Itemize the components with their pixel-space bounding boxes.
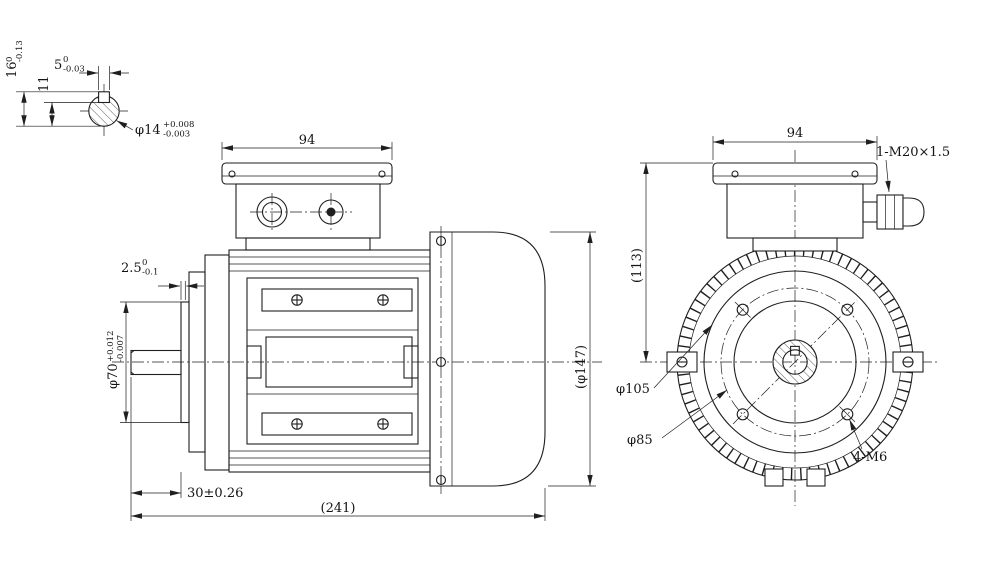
shaft-side: [130, 349, 182, 376]
dim-overall-length: (241): [131, 488, 546, 521]
dim-flange-dia-value: φ105: [616, 382, 650, 397]
terminal-box-side: [221, 162, 393, 251]
dim-cowl-dia-value: (φ147): [574, 345, 589, 389]
dim-keyway-value: 11: [37, 75, 52, 92]
motor-side-view: 94 2.5 0 -0.1 φ70 +0.012 -0.007: [106, 133, 602, 521]
dim-shaft-dia-tol-lower: -0.003: [163, 130, 190, 140]
dim-spigot-dia-tol-lower: -0.007: [116, 335, 126, 362]
dim-spigot-step-tol-lower: -0.1: [142, 268, 158, 278]
dim-box-width-side: 94: [221, 133, 393, 160]
lid-screw-icon: [851, 170, 859, 178]
label-cable-gland: 1-M20×1.5: [876, 145, 950, 193]
dim-center-to-box-top: (113): [630, 162, 713, 362]
dim-shaft-length-value: 30±0.26: [187, 486, 243, 501]
motor-front-view: 94 1-M20×1.5 (113) φ105 φ85 4-M6: [616, 126, 950, 506]
fan-cowl: [429, 226, 546, 494]
dim-key-width-value: 5: [54, 58, 62, 73]
gland-entry-hole: [256, 196, 288, 228]
lid-screw-icon: [228, 170, 236, 178]
dim-shaft-length: 30±0.26: [130, 377, 243, 521]
bolt-circle: [720, 287, 870, 437]
box-neck: [752, 237, 838, 252]
dim-key-width-tol-upper: 0: [63, 55, 68, 65]
keyway-slot: [98, 91, 110, 104]
label-mount-holes: 4-M6: [849, 419, 887, 465]
shaft-front: [772, 339, 818, 385]
bottom-tab-left: [764, 468, 784, 487]
dim-spigot-dia: φ70 +0.012 -0.007: [106, 301, 181, 423]
bearing-rear: [403, 345, 419, 379]
dim-spigot-step: 2.5 0 -0.1: [121, 258, 204, 300]
dim-spigot-step-value: 2.5: [121, 261, 142, 276]
dim-box-width-front: 94: [712, 126, 878, 160]
dim-cowl-dia: (φ147): [548, 231, 596, 487]
dim-total-height-tol-lower: -0.13: [15, 40, 25, 62]
dim-overall-length-value: (241): [321, 501, 356, 516]
flange-outer-circle: [703, 270, 887, 454]
body-screw-icon: [291, 294, 389, 430]
dim-shaft-total-height: 16 0 -0.13: [5, 40, 25, 78]
dim-key-width-tol-lower: -0.03: [63, 65, 85, 75]
dim-spigot-step-tol-upper: 0: [142, 258, 147, 268]
label-mount-holes-value: 4-M6: [853, 450, 887, 465]
shaft-key-section-view: 16 0 -0.13 11 5 0 -0.03 φ14 +0.008 -0.00…: [5, 40, 194, 139]
lid-screw-icon: [731, 170, 739, 178]
dim-bolt-circle: φ85: [627, 389, 728, 448]
dim-center-to-box-top-value: (113): [630, 248, 645, 283]
dim-spigot-dia-value: φ70: [106, 363, 121, 389]
cable-gland: [862, 194, 925, 230]
bearing-front: [246, 345, 262, 379]
dim-total-height-tol-upper: 0: [5, 57, 15, 62]
dim-bolt-circle-value: φ85: [627, 433, 653, 448]
mounting-holes: [734, 301, 856, 423]
dim-total-height-value: 16: [5, 61, 20, 78]
side-lug-right: [892, 351, 924, 373]
dim-keyway-to-bottom: 11: [37, 75, 52, 92]
plug-entry-hole: [318, 199, 344, 225]
lid-screw-icon: [378, 170, 386, 178]
dim-flange-dia: φ105: [616, 324, 713, 397]
bottom-tab-right: [806, 468, 826, 487]
spigot-circle: [733, 300, 857, 424]
dim-box-width-front-value: 94: [787, 126, 804, 141]
dim-shaft-dia-value: φ14: [135, 123, 161, 138]
front-diagonal-centerline: [732, 299, 858, 425]
dim-spigot-dia-tol-upper: +0.012: [106, 331, 116, 362]
label-cable-gland-value: 1-M20×1.5: [876, 145, 950, 160]
dim-shaft-dia-tol-upper: +0.008: [163, 120, 194, 130]
rotor: [265, 336, 413, 388]
side-lug-left: [666, 351, 698, 373]
cowl-screw-icon: [435, 235, 447, 486]
dim-box-width-side-value: 94: [299, 133, 316, 148]
